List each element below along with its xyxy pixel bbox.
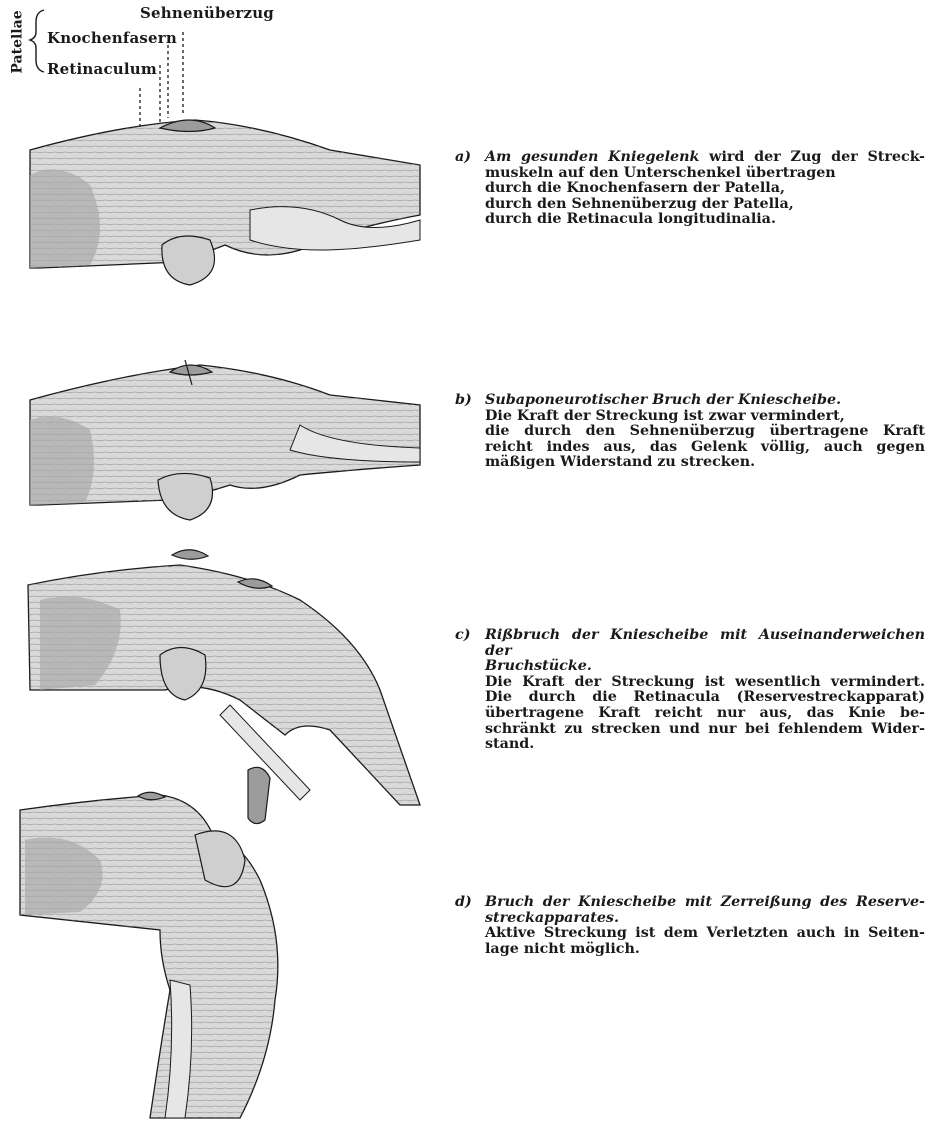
caption-a: a) Am gesunden Kniegelenk wird der Zug d… (455, 150, 925, 228)
caption-d-letter: d) (455, 895, 485, 911)
caption-c-line-2: Die durch die Retinacula (Reservestrecka… (485, 690, 925, 706)
caption-a-letter: a) (455, 150, 485, 166)
caption-d: d) Bruch der Kniescheibe mit Zerreißung … (455, 895, 925, 957)
figure-d-knee (20, 767, 278, 1118)
caption-b: b) Subaponeurotischer Bruch der Kniesche… (455, 393, 925, 471)
patellae-label: Patellae (2, 6, 24, 76)
caption-c-line-1: Die Kraft der Streckung ist wesentlich v… (485, 675, 925, 691)
caption-a-line-5: durch die Retinacula longitudinalia. (485, 212, 925, 228)
retinaculum-label: Retinaculum (47, 60, 157, 78)
sehnenueberzug-label: Sehnenüberzug (140, 4, 274, 22)
caption-d-line-1: Aktive Streckung ist dem Verletzten auch… (485, 926, 925, 942)
patellae-brace (30, 10, 44, 72)
caption-d-line-2: lage nicht möglich. (485, 942, 925, 958)
caption-d-title-2: streckapparates. (485, 911, 925, 927)
caption-c-line-5: stand. (485, 737, 925, 753)
caption-b-title: Subaponeurotischer Bruch der Kniescheibe… (485, 393, 841, 409)
caption-b-line-3: reicht indes aus, das Gelenk völlig, auc… (485, 440, 925, 456)
caption-c: c) Rißbruch der Kniescheibe mit Auseinan… (455, 628, 925, 753)
figure-b-knee (30, 360, 420, 520)
caption-c-line-3: übertragene Kraft reicht nur aus, das Kn… (485, 706, 925, 722)
caption-c-line-4: schränkt zu strecken und nur bei fehlend… (485, 722, 925, 738)
caption-b-line-1: Die Kraft der Streckung ist zwar vermind… (485, 409, 925, 425)
caption-c-title-2: Bruchstücke. (485, 659, 925, 675)
caption-d-title-1: Bruch der Kniescheibe mit Zerreißung des… (485, 895, 925, 911)
figure-c-knee (28, 550, 420, 805)
caption-b-line-4: mäßigen Widerstand zu strecken. (485, 455, 925, 471)
caption-c-title-1: Rißbruch der Kniescheibe mit Auseinander… (485, 628, 925, 659)
caption-a-line-2: muskeln auf den Unterschenkel übertragen (485, 166, 925, 182)
caption-c-letter: c) (455, 628, 485, 659)
caption-a-line-1: Am gesunden Kniegelenk wird der Zug der … (485, 150, 925, 166)
figure-a-knee (30, 120, 420, 285)
caption-b-line-2: die durch den Sehnenüberzug übertragene … (485, 424, 925, 440)
caption-a-line-4: durch den Sehnenüberzug der Patella, (485, 197, 925, 213)
patellae-text: Patellae (10, 10, 26, 73)
caption-b-letter: b) (455, 393, 485, 409)
caption-a-line-3: durch die Knochenfasern der Patella, (485, 181, 925, 197)
knochenfasern-label: Knochenfasern (47, 29, 177, 47)
